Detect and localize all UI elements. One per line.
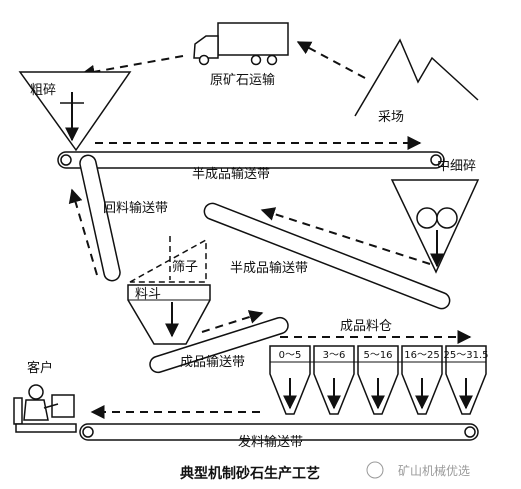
quarry-mountain-icon bbox=[354, 38, 479, 117]
customer-icon bbox=[13, 384, 77, 433]
truck-icon bbox=[193, 22, 289, 66]
semi-belt-middle-label: 半成品输送带 bbox=[230, 260, 308, 276]
bin-drop-arrows bbox=[283, 378, 473, 410]
product-belt-label: 成品输送带 bbox=[180, 354, 245, 370]
bin-size-2: 3～6 bbox=[323, 350, 346, 361]
dispatch-belt-label: 发料输送带 bbox=[238, 434, 303, 450]
watermark: 矿山机械优选 bbox=[366, 461, 470, 479]
flow-arrow-quarry-to-truck bbox=[296, 41, 366, 79]
coarse-crusher-icon bbox=[18, 71, 132, 152]
crusher-roller-left bbox=[416, 207, 438, 229]
return-belt bbox=[79, 154, 121, 282]
bin-size-labels: 0～5 3～6 5～16 16～25 25～31.5 bbox=[279, 350, 489, 361]
hopper-label: 料斗 bbox=[135, 287, 161, 302]
diagram-caption: 典型机制砂石生产工艺 bbox=[180, 465, 320, 482]
flow-arrow-product bbox=[201, 310, 264, 333]
crusher-roller-right bbox=[436, 207, 458, 229]
bin-size-4: 16～25 bbox=[404, 350, 439, 361]
watermark-text: 矿山机械优选 bbox=[398, 463, 470, 478]
bin-size-5: 25～31.5 bbox=[444, 350, 489, 361]
semi-belt-top-label: 半成品输送带 bbox=[192, 166, 270, 182]
dispatch-belt bbox=[79, 423, 479, 441]
truck-label: 原矿石运输 bbox=[210, 72, 275, 88]
bin-size-1: 0～5 bbox=[279, 350, 302, 361]
screen-icon bbox=[129, 238, 207, 283]
semi-belt-top bbox=[57, 151, 445, 169]
product-bin-label: 成品料仓 bbox=[340, 319, 392, 334]
semi-belt-middle bbox=[203, 202, 451, 310]
flow-arrow-return bbox=[68, 188, 98, 276]
customer-label: 客户 bbox=[27, 360, 53, 376]
bin-size-3: 5～16 bbox=[363, 350, 392, 361]
flow-arrow-truck-to-crusher bbox=[80, 55, 184, 79]
flow-arrow-semi-middle bbox=[260, 207, 431, 265]
medium-fine-crusher-icon bbox=[390, 179, 480, 274]
quarry-label: 采场 bbox=[378, 110, 404, 125]
screen-label: 筛子 bbox=[172, 260, 198, 275]
watermark-icon bbox=[366, 461, 384, 479]
medium-fine-crusher-label: 中细碎 bbox=[437, 159, 476, 174]
product-belt bbox=[149, 316, 289, 374]
coarse-crusher-label: 粗碎 bbox=[30, 83, 56, 98]
return-belt-label: 回料输送带 bbox=[103, 200, 168, 216]
